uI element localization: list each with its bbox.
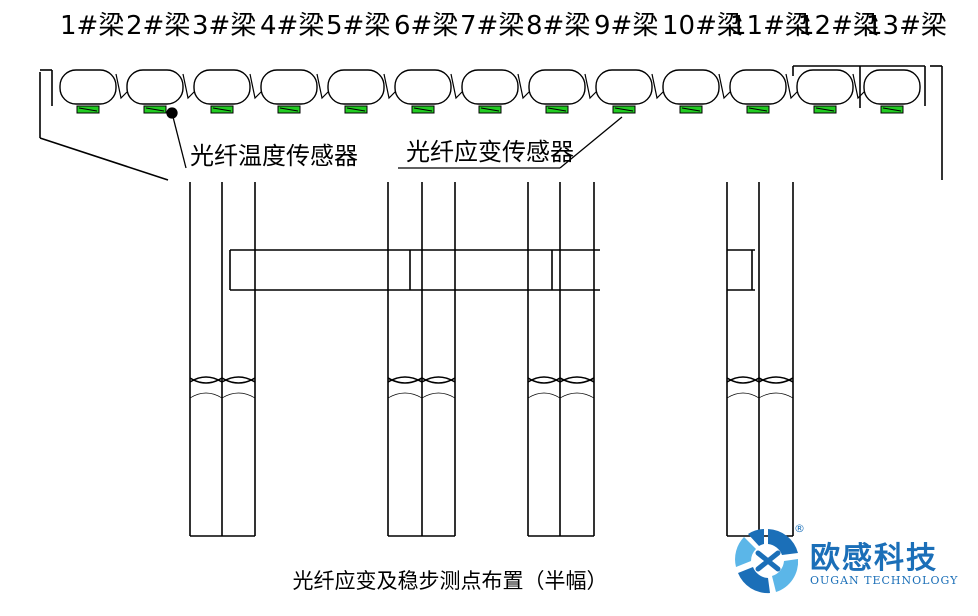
break-symbol	[726, 376, 794, 383]
box-girder	[193, 69, 251, 105]
pier-columns	[189, 182, 794, 537]
girder-row	[59, 69, 921, 105]
beam-label: 7#梁	[460, 11, 524, 41]
box-girder	[461, 69, 519, 105]
logo-mark-icon	[735, 529, 799, 594]
break-symbol	[387, 392, 456, 399]
beam-label: 9#梁	[594, 11, 658, 41]
sensor	[478, 105, 502, 114]
sensor	[880, 105, 904, 114]
strain-sensor-label: 光纤应变传感器	[406, 138, 574, 166]
girder-joint	[718, 73, 731, 100]
box-girder	[528, 69, 586, 105]
sensor	[612, 105, 636, 114]
beam-label: 8#梁	[526, 11, 590, 41]
girder-joint	[249, 73, 262, 100]
box-girder	[729, 69, 787, 105]
strain-leader	[559, 116, 623, 169]
cap-beam	[229, 249, 755, 291]
sensor	[76, 105, 100, 114]
deck-outline	[39, 65, 943, 181]
box-girder	[327, 69, 385, 105]
beam-label: 12#梁	[798, 11, 879, 41]
box-girder	[394, 69, 452, 105]
sensor	[679, 105, 703, 114]
break-symbol	[387, 376, 456, 383]
sensor	[746, 105, 770, 114]
logo-name-en: OUGAN TECHNOLOGY	[810, 574, 959, 587]
sensor-row	[76, 105, 904, 114]
girder-joint	[450, 73, 463, 100]
break-symbol	[527, 377, 595, 384]
break-symbol	[189, 377, 256, 384]
beam-label: 13#梁	[866, 11, 947, 41]
box-girder	[126, 69, 184, 105]
girder-joint	[383, 73, 396, 100]
temperature-sensor-label: 光纤温度传感器	[190, 142, 358, 170]
break-symbol	[527, 392, 595, 399]
beam-label: 2#梁	[126, 11, 190, 41]
break-symbol	[726, 377, 794, 384]
sensor	[545, 105, 569, 114]
box-girder	[796, 69, 854, 105]
beam-label: 4#梁	[260, 11, 324, 41]
beam-label: 10#梁	[662, 11, 743, 41]
girder-joint	[584, 73, 597, 100]
break-symbol	[726, 392, 794, 399]
girder-joint	[182, 73, 195, 100]
box-girder	[260, 69, 318, 105]
company-logo: ® 欧感科技 OUGAN TECHNOLOGY	[732, 522, 962, 595]
box-girder	[59, 69, 117, 105]
logo-name-cn: 欧感科技	[810, 541, 938, 576]
girder-joint	[316, 73, 329, 100]
leader-lines	[166, 107, 623, 169]
break-symbol	[189, 392, 256, 399]
box-girder	[662, 69, 720, 105]
girder-joint	[785, 73, 798, 100]
girder-joint	[115, 73, 128, 100]
registered-mark: ®	[794, 522, 805, 535]
break-symbol	[189, 376, 256, 383]
girder-joint	[517, 73, 530, 100]
beam-label: 11#梁	[730, 11, 811, 41]
temperature-leader	[171, 112, 187, 169]
sensor	[143, 105, 167, 114]
break-symbol	[527, 376, 595, 383]
sensor	[277, 105, 301, 114]
girder-joint	[651, 73, 664, 100]
beam-label: 5#梁	[326, 11, 390, 41]
box-girder	[863, 69, 921, 105]
beam-label: 6#梁	[394, 11, 458, 41]
break-symbol	[387, 377, 456, 384]
beam-label: 3#梁	[192, 11, 256, 41]
sensor	[813, 105, 837, 114]
diagram-caption: 光纤应变及稳步测点布置（半幅）	[292, 569, 608, 593]
sensor	[344, 105, 368, 114]
beam-label: 1#梁	[60, 11, 124, 41]
box-girder	[595, 69, 653, 105]
sensor	[411, 105, 435, 114]
sensor	[210, 105, 234, 114]
girder-joint	[852, 73, 865, 100]
